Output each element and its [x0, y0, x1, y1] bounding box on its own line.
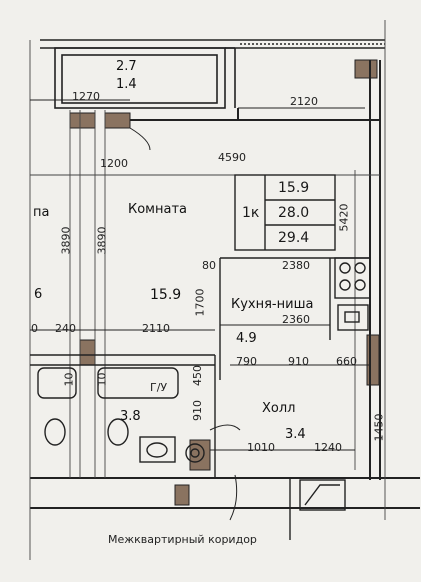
balcony-outline — [54, 47, 236, 109]
balcony-area-2: 1.4 — [116, 77, 137, 92]
dim-450: 450 — [191, 365, 204, 386]
corridor-label: Межквартирный коридор — [108, 533, 257, 546]
dim-1700: 1700 — [193, 288, 207, 317]
area-table — [234, 174, 336, 251]
dimension-ticks — [30, 99, 370, 451]
dim-5420: 5420 — [337, 203, 351, 232]
door-swing-entry — [229, 474, 238, 521]
door-swing-room — [129, 127, 151, 151]
dim-3890-a: 3890 — [59, 226, 73, 255]
dim-2110: 2110 — [142, 322, 170, 335]
dim-790: 790 — [236, 355, 257, 368]
mark-10-b: 10 — [95, 372, 109, 387]
table-total: 28.0 — [278, 205, 310, 221]
bath-label: Г/У — [150, 381, 168, 394]
edge-text-2: 6 — [34, 287, 43, 302]
door-swing-hall — [209, 424, 241, 431]
dim-660: 660 — [336, 355, 357, 368]
dim-240: 240 — [55, 322, 76, 335]
dim-910-b: 910 — [191, 400, 204, 421]
kitchen-name: Кухня-ниша — [231, 297, 314, 312]
dim-3890-b: 3890 — [95, 226, 109, 255]
mark-10-a: 10 — [62, 372, 76, 387]
room-name: Комната — [128, 202, 187, 217]
dim-1240: 1240 — [314, 441, 342, 454]
dim-2380: 2380 — [282, 259, 310, 272]
edge-text-1: па — [33, 205, 50, 220]
dim-top-right: 2120 — [290, 95, 318, 108]
bath-area: 3.8 — [120, 409, 141, 424]
dim-1200: 1200 — [100, 157, 128, 170]
dim-2360: 2360 — [282, 313, 310, 326]
table-type: 1к — [242, 205, 260, 221]
balcony-area-1: 2.7 — [116, 59, 137, 74]
dim-1010: 1010 — [247, 441, 275, 454]
dim-1450: 1450 — [372, 413, 386, 442]
kitchen-area: 4.9 — [236, 331, 257, 346]
hall-name: Холл — [262, 401, 296, 416]
table-with-balcony: 29.4 — [278, 230, 310, 246]
dim-4590: 4590 — [218, 151, 246, 164]
entry-niche — [289, 478, 346, 540]
balcony-width: 1270 — [72, 90, 100, 103]
construction-lines — [29, 20, 386, 560]
table-living: 15.9 — [278, 180, 310, 196]
bathroom — [30, 354, 216, 478]
room-area: 15.9 — [150, 287, 182, 303]
dim-80: 80 — [202, 259, 216, 272]
hall-area: 3.4 — [285, 427, 306, 442]
kitchen-niche — [219, 257, 371, 380]
edge-text-3: 0 — [31, 322, 38, 335]
dim-910-a: 910 — [288, 355, 309, 368]
